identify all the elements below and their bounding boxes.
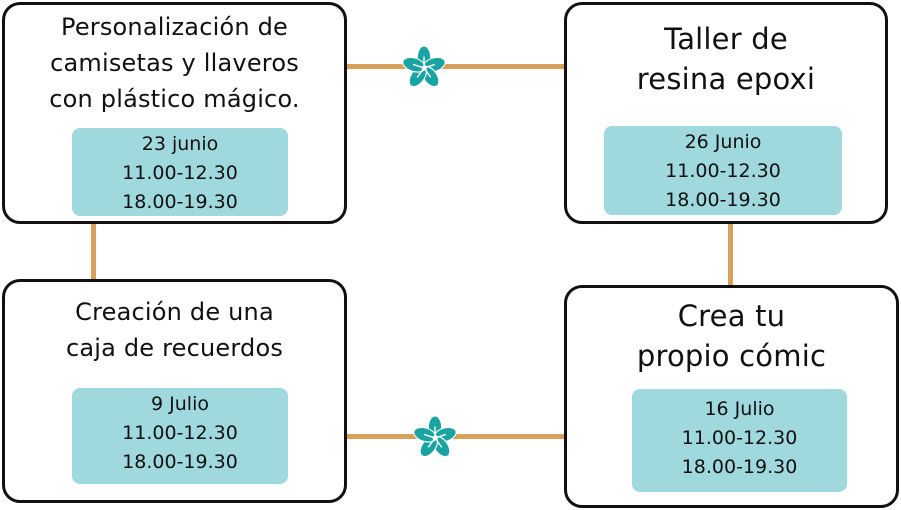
card-title: Taller de resina epoxi xyxy=(567,19,885,99)
connector-left xyxy=(91,222,96,282)
card-title-line: Taller de xyxy=(664,22,788,56)
schedule-date: 26 Junio xyxy=(684,131,762,153)
card-title: Personalización de camisetas y llaveros … xyxy=(5,9,344,117)
workshop-card-resina: Taller de resina epoxi 26 Junio 11.00-12… xyxy=(564,2,888,224)
schedule-time-evening: 18.00-19.30 xyxy=(122,451,238,473)
workshop-card-comic: Crea tu propio cómic 16 Julio 11.00-12.3… xyxy=(564,285,899,508)
schedule-box: 26 Junio 11.00-12.30 18.00-19.30 xyxy=(604,126,842,215)
schedule-date: 9 Julio xyxy=(151,393,209,415)
workshop-card-caja-recuerdos: Creación de una caja de recuerdos 9 Juli… xyxy=(2,279,347,503)
schedule-date: 16 Julio xyxy=(704,398,775,420)
connector-top xyxy=(345,64,567,69)
card-title-line: propio cómic xyxy=(636,339,827,373)
schedule-time-morning: 11.00-12.30 xyxy=(122,422,238,444)
schedule-time-evening: 18.00-19.30 xyxy=(681,456,798,478)
card-title: Crea tu propio cómic xyxy=(567,296,896,376)
connector-right xyxy=(728,222,733,288)
schedule-time-evening: 18.00-19.30 xyxy=(122,191,238,213)
card-title: Creación de una caja de recuerdos xyxy=(5,294,344,366)
schedule-box: 16 Julio 11.00-12.30 18.00-19.30 xyxy=(632,389,847,492)
card-title-line: caja de recuerdos xyxy=(65,334,284,362)
schedule-time-morning: 11.00-12.30 xyxy=(665,160,781,182)
card-title-line: Crea tu xyxy=(677,299,786,333)
flower-icon xyxy=(402,45,446,88)
schedule-time-evening: 18.00-19.30 xyxy=(665,189,781,211)
schedule-date: 23 junio xyxy=(141,133,219,155)
schedule-box: 9 Julio 11.00-12.30 18.00-19.30 xyxy=(72,388,288,484)
connector-bottom xyxy=(345,434,567,439)
schedule-box: 23 junio 11.00-12.30 18.00-19.30 xyxy=(72,128,288,216)
card-title-line: resina epoxi xyxy=(636,62,816,96)
schedule-time-morning: 11.00-12.30 xyxy=(681,427,798,449)
schedule-time-morning: 11.00-12.30 xyxy=(122,162,238,184)
flower-icon xyxy=(413,415,457,458)
card-title-line: camisetas y llaveros xyxy=(50,49,299,77)
workshop-card-personalizacion: Personalización de camisetas y llaveros … xyxy=(2,2,347,224)
card-title-line: Creación de una xyxy=(75,298,274,326)
card-title-line: Personalización de xyxy=(61,13,288,41)
card-title-line: con plástico mágico. xyxy=(49,85,300,113)
